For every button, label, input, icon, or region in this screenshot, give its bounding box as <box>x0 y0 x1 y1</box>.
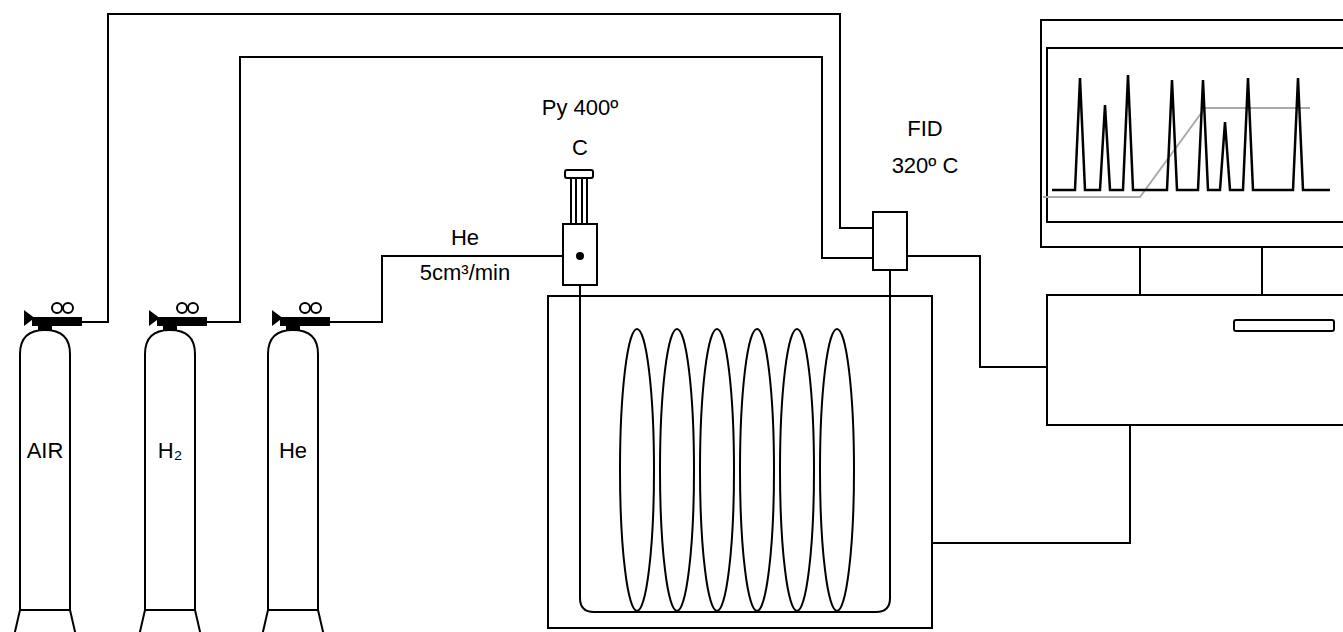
column-coil <box>620 329 854 611</box>
gas-cylinder-outline <box>11 296 81 632</box>
gas-cylinder-outline <box>259 296 329 632</box>
gas-cylinder: H₂ <box>136 296 206 632</box>
node-label: AIR <box>11 438 79 464</box>
gas-cylinder: AIR <box>11 296 81 632</box>
pyrolyzer: Py 400º C <box>530 88 630 288</box>
flow-label: He 5cm³/min <box>405 220 525 290</box>
node-label: H₂ <box>136 438 204 464</box>
node-label: He <box>259 438 327 464</box>
gas-line <box>81 14 873 322</box>
signal-wire <box>907 256 1047 367</box>
node-label: Py 400º C <box>540 88 620 168</box>
fid-detector: FID 320º C <box>865 110 985 272</box>
drive-slot <box>1234 320 1334 331</box>
gas-line <box>580 270 890 612</box>
node-label: FID 320º C <box>885 110 965 184</box>
monitor-screen <box>1047 48 1343 222</box>
gas-line <box>206 57 873 322</box>
gas-cylinder: He <box>259 296 329 632</box>
monitor-stand <box>1140 247 1262 295</box>
monitor-frame <box>1041 20 1343 247</box>
gc-oven <box>548 296 932 628</box>
control-wire <box>932 425 1130 543</box>
gas-cylinder-outline <box>136 296 206 632</box>
chromatogram <box>1052 75 1330 190</box>
computer-base <box>1047 295 1343 425</box>
